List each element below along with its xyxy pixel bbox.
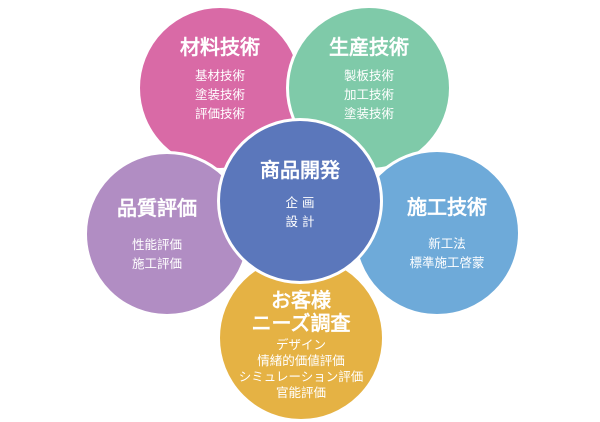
item: 新工法	[428, 236, 466, 251]
item: 官能評価	[275, 385, 326, 400]
title: 商品開発	[260, 158, 340, 182]
item: 標準施工啓蒙	[409, 255, 485, 270]
item: 製板技術	[343, 67, 394, 83]
item: 塗装技術	[343, 105, 394, 121]
item: 施工評価	[131, 256, 182, 271]
item: 設 計	[285, 214, 315, 229]
item: 塗装技術	[194, 86, 245, 102]
item: 企 画	[285, 195, 315, 210]
item: 評価技術	[194, 105, 245, 121]
title: 品質評価	[117, 196, 197, 220]
title: ニーズ調査	[251, 311, 351, 335]
circle-customer: お客様ニーズ調査 デザイン情緒的価値評価シミュレーション評価官能評価	[217, 254, 385, 422]
item: 情緒的価値評価	[257, 353, 345, 368]
item: 加工技術	[343, 86, 394, 102]
item: シミュレーション評価	[238, 369, 364, 384]
circle-materials: 材料技術 基材技術塗装技術評価技術	[137, 5, 303, 171]
item: デザイン	[275, 337, 326, 352]
title: 施工技術	[407, 195, 487, 219]
title: 材料技術	[180, 34, 260, 59]
circle-product: 商品開発 企 画設 計	[217, 118, 383, 284]
title: 生産技術	[329, 34, 409, 59]
title: お客様	[271, 288, 331, 312]
item: 基材技術	[194, 67, 245, 83]
item: 性能評価	[131, 237, 182, 252]
circle-construction: 施工技術 新工法標準施工啓蒙	[353, 149, 521, 317]
